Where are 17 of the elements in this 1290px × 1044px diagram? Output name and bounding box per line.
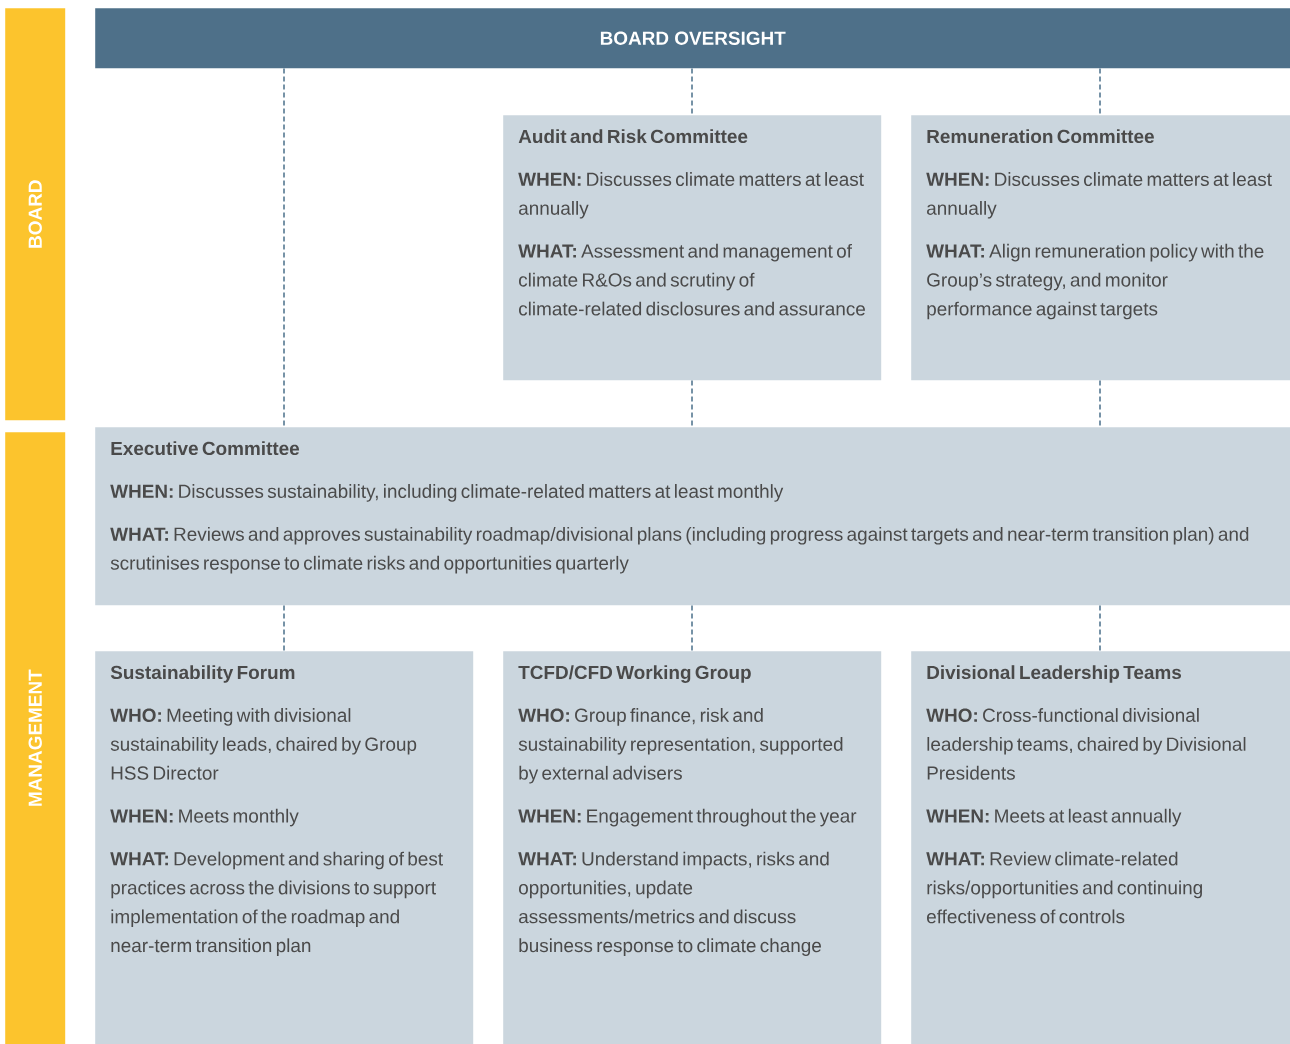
dashed-connector	[283, 67, 285, 428]
dashed-connector	[1099, 604, 1101, 652]
dashed-connector	[1099, 379, 1101, 428]
committee-box: Sustainability Forum WHO: Meeting with divisional sustainability leads, chaired by Group HSS Director WHEN: Meets monthly WHAT: Development and sharing of best practices across the divisions to support implementation of the roadmap and near-term transition plan	[95, 651, 474, 1044]
committee-box: Remuneration Committee WHEN: Discusses climate matters at least annually WHAT: Align remuneration policy with the Group’s strategy, and monitor performance against targets	[911, 115, 1290, 381]
section-band: MANAGEMENT	[5, 432, 66, 1044]
committee-box: Audit and Risk Committee WHEN: Discusses climate matters at least annually WHAT: Assessment and management of climate R&Os and scrutiny of climate-related disclosures and assurance	[503, 115, 882, 381]
section-band: BOARD	[5, 8, 66, 421]
dashed-connector	[691, 604, 693, 652]
committee-box: TCFD/CFD Working Group WHO: Group finance, risk and sustainability representation, supported by external advisers WHEN: Engagement throughout the year WHAT: Understand impacts, risks and opportunities, update assessments/metrics and discuss business response to climate change	[503, 651, 882, 1044]
dashed-connector	[283, 604, 285, 652]
committee-box: Executive Committee WHEN: Discusses sustainability, including climate-related matters at least monthly WHAT: Reviews and approves sustainability roadmap/divisional plans (including progress against targets and near-term transition plan) and scrutinises response to climate risks and opportunities quarterly	[95, 427, 1290, 606]
dashed-connector	[691, 67, 693, 116]
committee-box: Divisional Leadership Teams WHO: Cross-functional divisional leadership teams, chaired by Divisional Presidents WHEN: Meets at least annually WHAT: Review climate-related risks/opportunities and continuing effectiveness of controls	[911, 651, 1290, 1044]
dashed-connector	[691, 379, 693, 428]
dashed-connector	[1099, 67, 1101, 116]
header-bar: BOARD OVERSIGHT	[95, 8, 1290, 69]
